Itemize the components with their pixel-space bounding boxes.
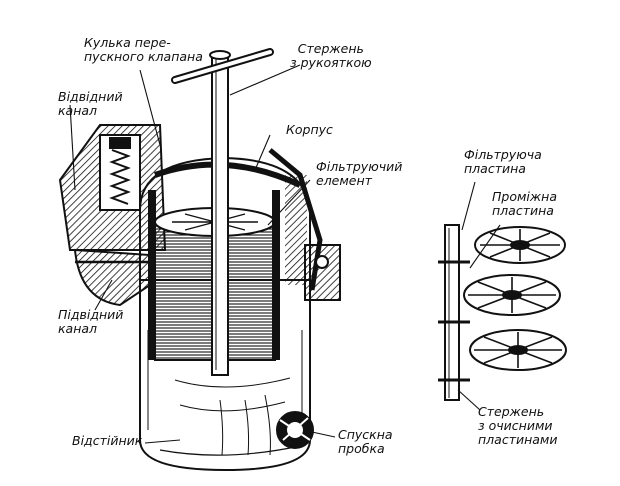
housing-flange bbox=[304, 244, 341, 301]
label-ball-valve: Кулька пере-пускного клапана bbox=[84, 35, 203, 64]
leader-filter-plate bbox=[461, 181, 476, 231]
leader-rod-plates bbox=[457, 389, 481, 411]
leader-rod-handle bbox=[229, 64, 301, 96]
label-housing: Корпус bbox=[286, 122, 333, 137]
label-sump: Відстійник bbox=[72, 433, 143, 448]
plate-rod bbox=[444, 224, 460, 401]
drain-plug bbox=[276, 411, 314, 449]
leader-spacer-plate bbox=[469, 224, 501, 269]
main-filter-assembly bbox=[58, 48, 341, 472]
leader-outlet bbox=[69, 104, 76, 191]
valve-spring bbox=[109, 149, 131, 205]
plate-rod-assembly bbox=[438, 224, 567, 401]
leader-filter-element bbox=[267, 179, 311, 226]
center-rod bbox=[211, 54, 229, 376]
filter-plate-3 bbox=[469, 329, 567, 371]
inlet-channel bbox=[73, 248, 151, 307]
leader-housing bbox=[254, 134, 271, 171]
leader-sump bbox=[144, 439, 181, 444]
leader-ball-valve bbox=[139, 69, 161, 146]
leader-drain-plug bbox=[311, 431, 336, 438]
leader-inlet bbox=[94, 279, 113, 311]
filter-plate-2 bbox=[463, 274, 561, 316]
leader-lines bbox=[69, 64, 501, 444]
filter-plate-1 bbox=[474, 226, 566, 264]
